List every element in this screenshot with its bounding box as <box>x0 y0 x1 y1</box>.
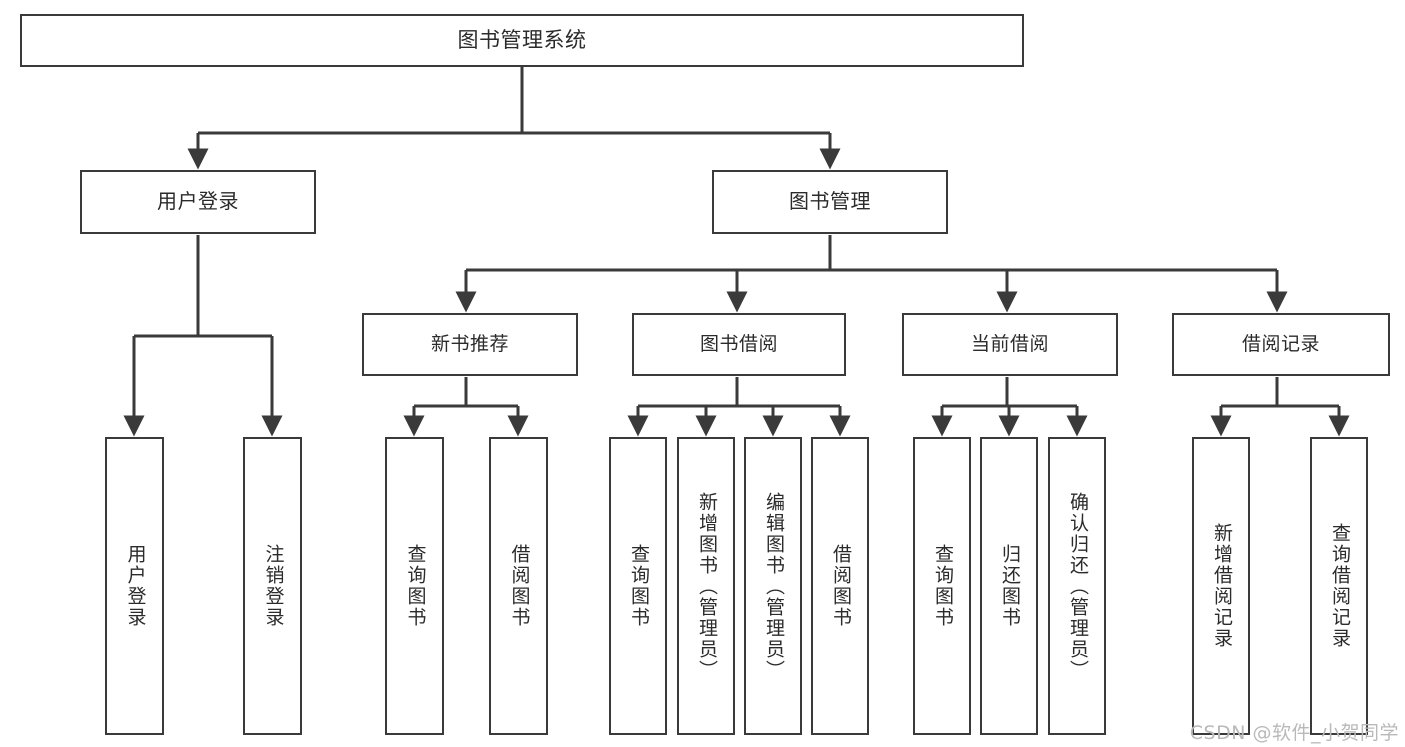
node-new-book-recommend[interactable]: 新书推荐 <box>362 313 578 376</box>
leaf-current-borrow-2-label: 归还图书 <box>998 544 1021 628</box>
leaf-new-book-1-label: 查询图书 <box>404 544 427 628</box>
leaf-book-borrow-3[interactable]: 编辑图书（管理员） <box>744 437 802 735</box>
node-user-login[interactable]: 用户登录 <box>80 170 316 234</box>
leaf-borrow-record-2[interactable]: 查询借阅记录 <box>1310 437 1368 735</box>
leaf-borrow-record-2-label: 查询借阅记录 <box>1328 523 1351 649</box>
leaf-book-borrow-2-label: 新增图书（管理员） <box>695 491 718 681</box>
node-book-borrow[interactable]: 图书借阅 <box>632 313 846 376</box>
leaf-book-borrow-1[interactable]: 查询图书 <box>609 437 667 735</box>
node-user-login-label: 用户登录 <box>157 189 239 214</box>
leaf-user-login-1-label: 用户登录 <box>124 544 147 628</box>
node-borrow-record-label: 借阅记录 <box>1241 333 1320 356</box>
node-root[interactable]: 图书管理系统 <box>20 14 1024 67</box>
leaf-book-borrow-3-label: 编辑图书（管理员） <box>762 491 785 681</box>
leaf-borrow-record-1-label: 新增借阅记录 <box>1210 523 1233 649</box>
node-book-management-label: 图书管理 <box>789 189 871 214</box>
leaf-book-borrow-2[interactable]: 新增图书（管理员） <box>677 437 735 735</box>
node-book-borrow-label: 图书借阅 <box>699 333 778 356</box>
leaf-user-login-1[interactable]: 用户登录 <box>105 437 164 735</box>
node-new-book-recommend-label: 新书推荐 <box>430 333 509 356</box>
leaf-new-book-1[interactable]: 查询图书 <box>385 437 444 735</box>
leaf-current-borrow-2[interactable]: 归还图书 <box>980 437 1038 735</box>
node-root-label: 图书管理系统 <box>457 28 587 53</box>
leaf-new-book-2-label: 借阅图书 <box>508 544 531 628</box>
node-borrow-record[interactable]: 借阅记录 <box>1172 313 1390 376</box>
leaf-current-borrow-3-label: 确认归还（管理员） <box>1066 491 1089 681</box>
leaf-current-borrow-3[interactable]: 确认归还（管理员） <box>1048 437 1106 735</box>
leaf-user-login-2[interactable]: 注销登录 <box>243 437 302 735</box>
node-book-management[interactable]: 图书管理 <box>712 170 948 234</box>
leaf-current-borrow-1-label: 查询图书 <box>931 544 954 628</box>
leaf-book-borrow-1-label: 查询图书 <box>627 544 650 628</box>
csdn-watermark: CSDN @软件_小贺同学 <box>1189 722 1399 744</box>
leaf-borrow-record-1[interactable]: 新增借阅记录 <box>1192 437 1250 735</box>
leaf-current-borrow-1[interactable]: 查询图书 <box>913 437 971 735</box>
node-current-borrow[interactable]: 当前借阅 <box>902 313 1118 376</box>
leaf-user-login-2-label: 注销登录 <box>262 544 285 628</box>
leaf-new-book-2[interactable]: 借阅图书 <box>489 437 548 735</box>
leaf-book-borrow-4-label: 借阅图书 <box>829 544 852 628</box>
leaf-book-borrow-4[interactable]: 借阅图书 <box>811 437 869 735</box>
node-current-borrow-label: 当前借阅 <box>970 333 1049 356</box>
